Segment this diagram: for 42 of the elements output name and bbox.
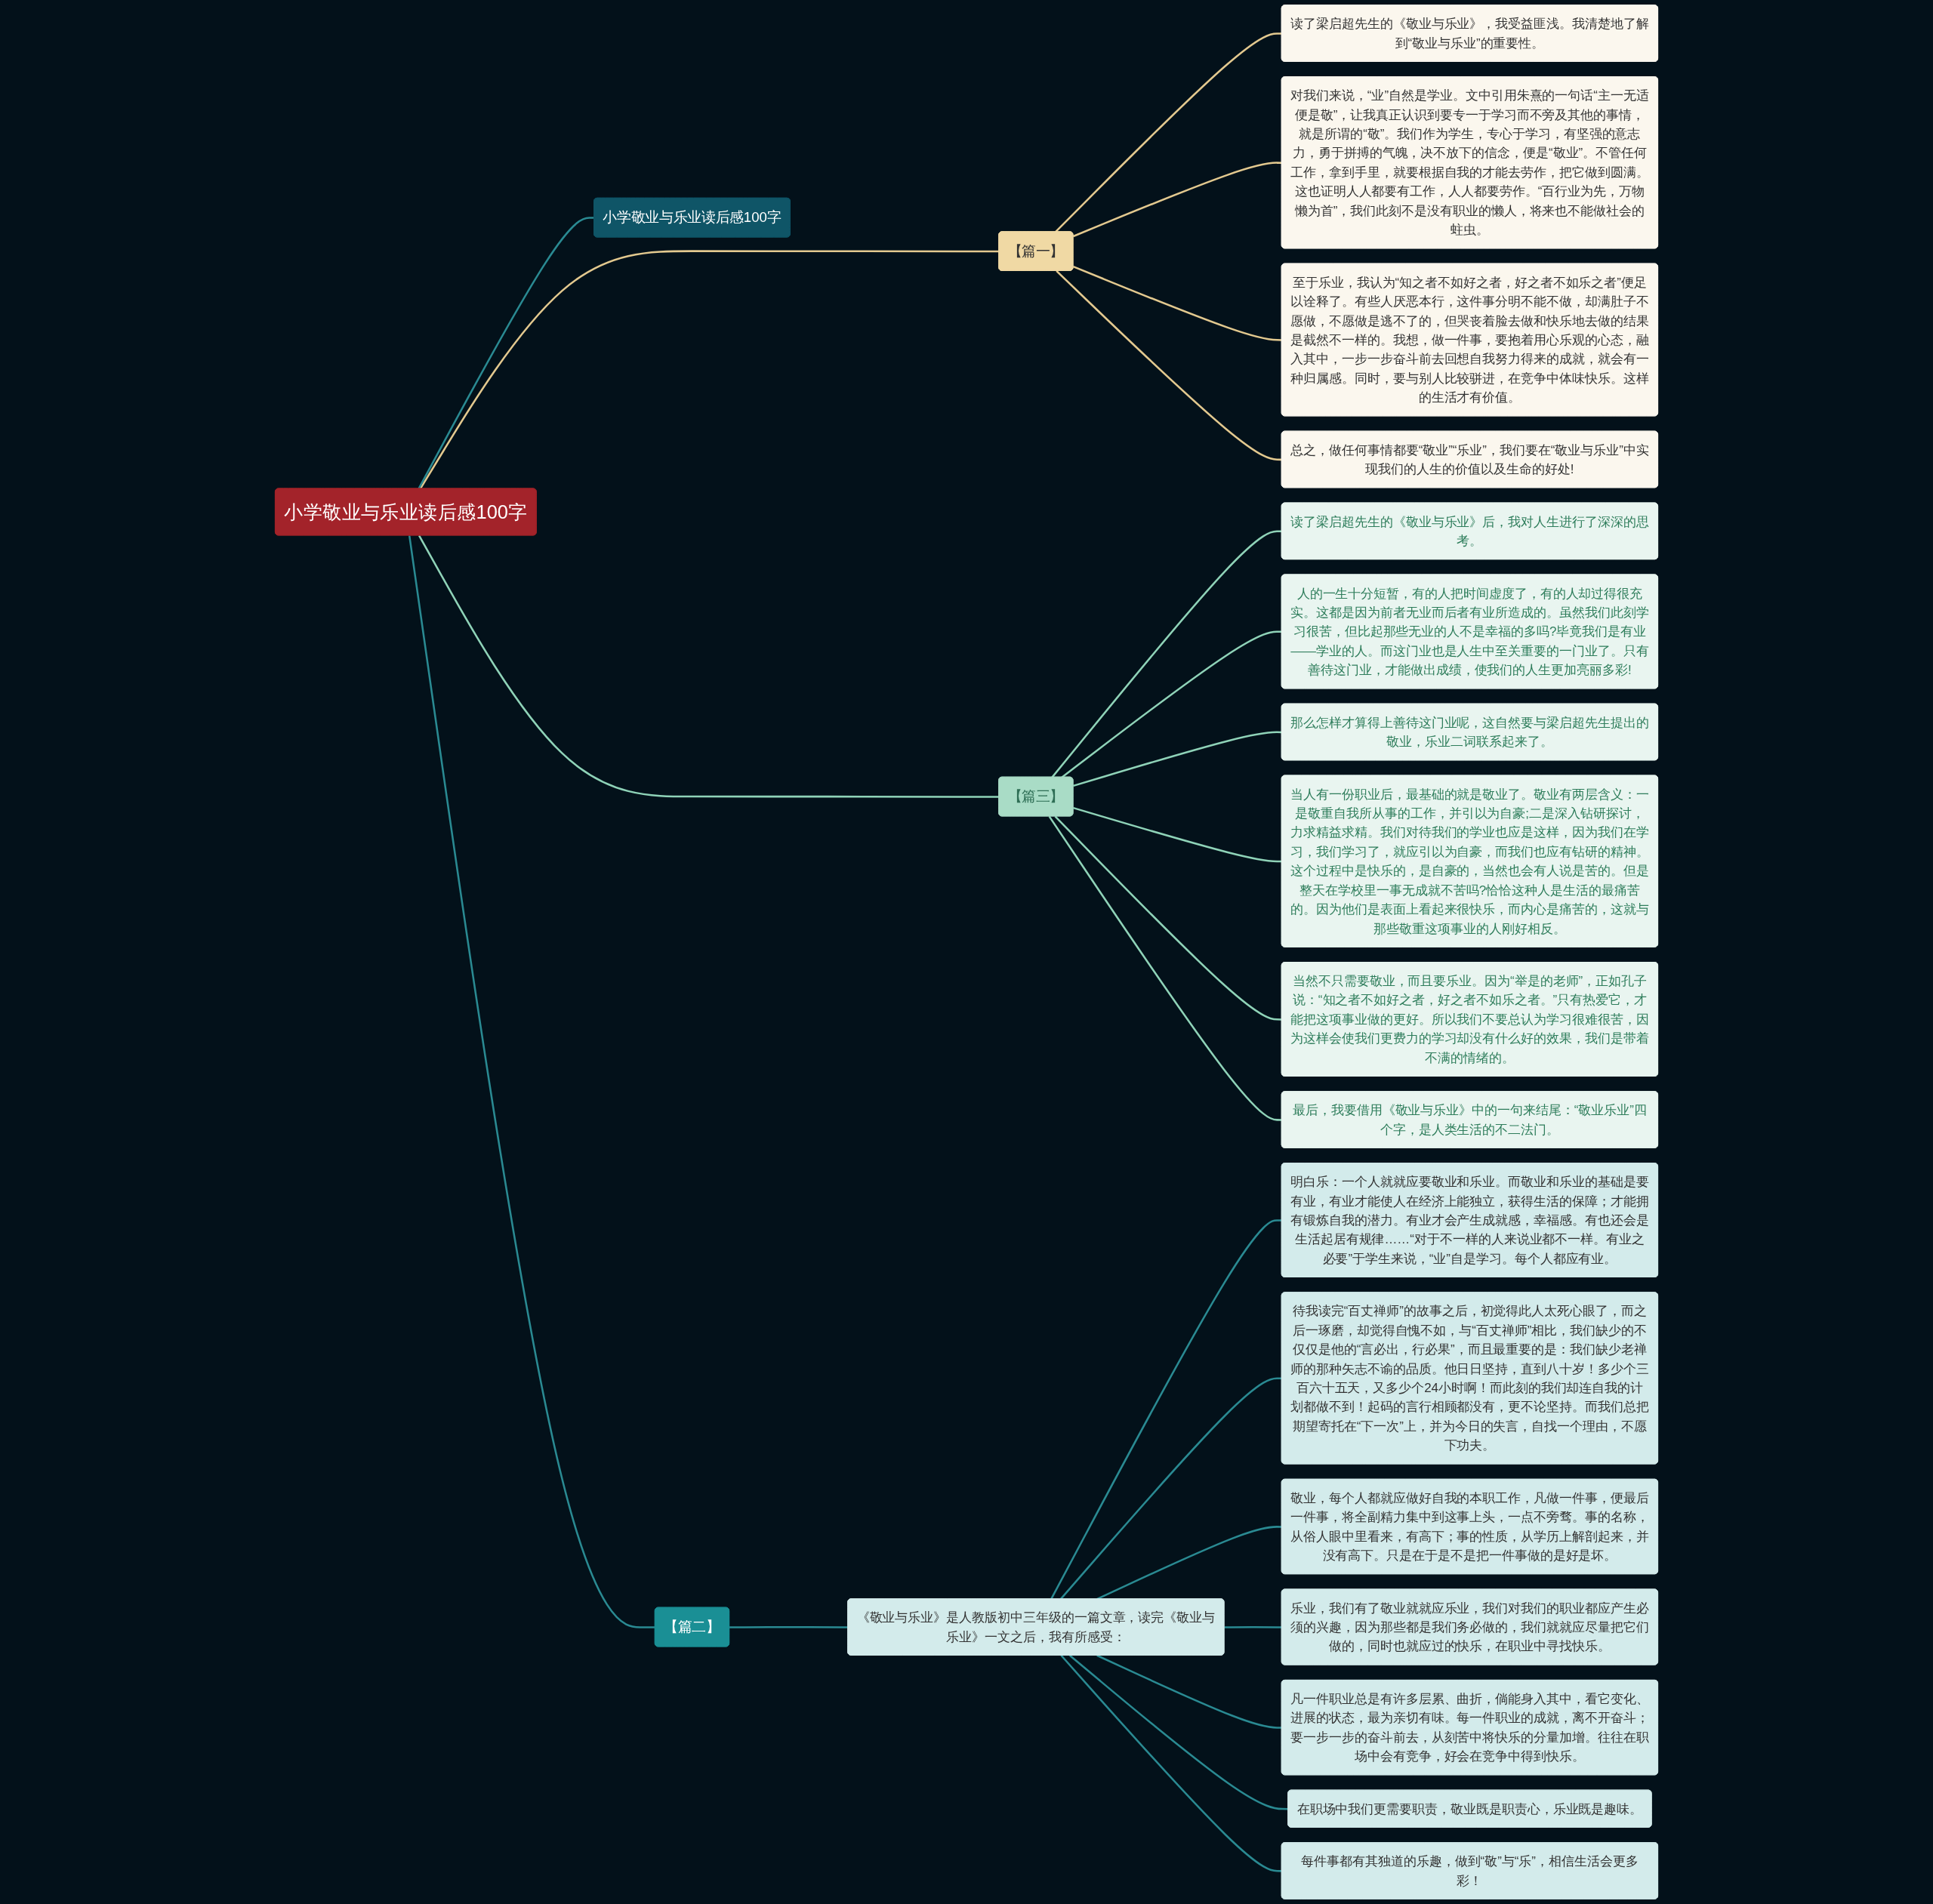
topic-box: 最后，我要借用《敬业与乐业》中的一句来结尾：“敬业乐业”四个字，是人类生活的不二法门。 (1281, 1091, 1658, 1148)
topic-box: 总之，做任何事情都要“敬业”“乐业”，我们要在“敬业与乐业”中实现我们的人生的价值以及生命的好处! (1281, 430, 1658, 488)
connector-line (1068, 1654, 1289, 1810)
topic-box: 当人有一份职业后，最基础的就是敬业了。敬业有两层含义：一是敬重自我所从事的工作，并引以为自豪;二是深入钻研探讨，力求精益求精。我们对待我们的学业也应是这样，因为我们在学习，我们学习了，就应引以为自豪，而我们也应有钻研的精神。这个过程中是快乐的，是自豪的，当然也会有人说是苦的。但是整天在学校里一事无成就不苦吗?恰恰这种人是生活的最痛苦的。因为他们是表面上看起来很快乐，而内心是痛苦的，这就与那些敬重这项事业的人刚好相反。 (1281, 775, 1658, 947)
topic-box: 对我们来说，“业”自然是学业。文中引用朱熹的一句话“主一无适便是敬”，让我真正认识到要专一于学习而不旁及其他的事情，就是所谓的“敬”。我们作为学生，专心于学习，有坚强的意志力，勇于拼搏的气魄，决不放下的信念，便是“敬业”。不管任何工作，拿到手里，就要根据自我的才能去劳作，把它做到圆满。这也证明人人都要有工作，人人都要劳作。“百行业为先，万物懒为首”，我们此刻不是没有职业的懒人，将来也不能做社会的蛀虫。 (1281, 76, 1658, 249)
connector-line (1056, 270, 1282, 461)
topic-box: 明白乐：一个人就就应要敬业和乐业。而敬业和乐业的基础是要有业，有业才能使人在经济上能独立，获得生活的保障；才能拥有锻炼自我的潜力。有业才会产生成就感，幸福感。有也还会是生活起居有规律……“对于不一样的人来说业都不一样。有业之必要”于学生来说，“业”自是学习。每个人都应有业。 (1281, 1163, 1658, 1277)
connector-line (1061, 630, 1282, 778)
topic-box: 【篇一】 (998, 231, 1074, 271)
topic-box: 当然不只需要敬业，而且要乐业。因为“举是的老师”，正如孔子说：“知之者不如好之者，好之者不如乐之者。”只有热爱它，才能把这项事业做的更好。所以我们不要总认为学习很难很苦，因为这样会使我们更费力的学习却没有什么好的效果，我们是带着不满的情绪的。 (1281, 962, 1658, 1077)
topic-box: 【篇二】 (654, 1607, 730, 1647)
topic-box: 那么怎样才算得上善待这门业呢，这自然要与梁启超先生提出的敬业，乐业二词联系起来了。 (1281, 703, 1658, 761)
connector-line (1048, 815, 1282, 1121)
topic-box: 人的一生十分短暂，有的人把时间虚度了，有的人却过得很充实。这都是因为前者无业而后者有业所造成的。虽然我们此刻学习很苦，但比起那些无业的人不是幸福的多吗?毕竟我们是有业——学业的人。而这门业也是人生中至关重要的一门业了。只有善待这门业，才能做出成绩，使我们的人生更加亮丽多彩! (1281, 574, 1658, 689)
topic-box: 读了梁启超先生的《敬业与乐业》，我受益匪浅。我清楚地了解到“敬业与乐业”的重要性。 (1281, 5, 1658, 62)
topic-box: 读了梁启超先生的《敬业与乐业》后，我对人生进行了深深的思考。 (1281, 502, 1658, 560)
connector-line (419, 250, 1000, 490)
topic-box: 【篇三】 (998, 776, 1074, 817)
connector-line (1050, 1219, 1282, 1600)
connector-line (1224, 1625, 1282, 1628)
topic-box: 凡一件职业总是有许多层累、曲折，倘能身入其中，看它变化、进展的状态，最为亲切有味。每一件职业的成就，离不开奋斗；要一步一步的奋斗前去，从刻苦中将快乐的分量加增。往往在职场中会有竞争，好会在竞争中得到快乐。 (1281, 1679, 1658, 1776)
topic-box: 每件事都有其独道的乐趣，做到“敬”与“乐”，相信生活会更多彩！ (1281, 1842, 1658, 1899)
connector-line (1072, 162, 1282, 238)
connector-line (1072, 265, 1282, 341)
connector-line (418, 535, 1000, 798)
central-topic-box: 小学敬业与乐业读后感100字 (275, 488, 537, 536)
topic-box: 至于乐业，我认为“知之者不如好之者，好之者不如乐之者”便足以诠释了。有些人厌恶本行，这件事分明不能不做，却满肚子不愿做，不愿做是逃不了的，但哭丧着脸去做和快乐地去做的结果是截然不一样的。我想，做一件事，要抱着用心乐观的心态，融入其中，一步一步奋斗前去回想自我努力得来的成就，就会有一种归属感。同时，要与别人比较骈进，在竞争中体味快乐。这样的生活才有价值。 (1281, 263, 1658, 417)
connector-line (1073, 731, 1282, 787)
topic-box: 小学敬业与乐业读后感100字 (593, 197, 791, 238)
connector-line (408, 535, 655, 1628)
connector-line (1060, 1654, 1282, 1872)
topic-box: 待我读完“百丈禅师”的故事之后，初觉得此人太死心眼了，而之后一琢磨，却觉得自愧不如，与“百丈禅师”相比，我们缺少的不仅仅是他的“言必出，行必果”，而且最重要的是：我们缺少老禅师的那种矢志不谕的品质。他日日坚持，直到八十岁！多少个三百六十五天，又多少个24小时啊！而此刻的我们却连自我的计划都做不到！起码的言行相顾都没有，更不论坚持。而我们总把期望寄托在“下一次”上，并为今日的失言，自找一个理由，不愿下功夫。 (1281, 1292, 1658, 1465)
topic-box: 乐业，我们有了敬业就就应乐业，我们对我们的职业都应产生必须的兴趣，因为那些都是我们务必做的，我们就就应尽量把它们做的，同时也就应过的快乐，在职业中寻找快乐。 (1281, 1588, 1658, 1665)
connector-line (418, 217, 594, 490)
connector-line (1054, 815, 1282, 1021)
topic-box: 在职场中我们更需要职责，敬业既是职责心，乐业既是趣味。 (1287, 1789, 1652, 1828)
topic-box: 《敬业与乐业》是人教版初中三年级的一篇文章，读完《敬业与乐业》一文之后，我有所感受： (847, 1598, 1225, 1656)
connector-line (729, 1625, 849, 1628)
topic-box: 敬业，每个人都就应做好自我的本职工作，凡做一件事，便最后一件事，将全副精力集中到这事上头，一点不旁骛。事的名称，从俗人眼中里看来，有高下；事的性质，从学历上解剖起来，并没有高下。只是在于是不是把一件事做的是好是坏。 (1281, 1478, 1658, 1575)
connector-line (1096, 1654, 1282, 1729)
connector-line (1073, 806, 1282, 863)
connector-line (1051, 530, 1282, 778)
